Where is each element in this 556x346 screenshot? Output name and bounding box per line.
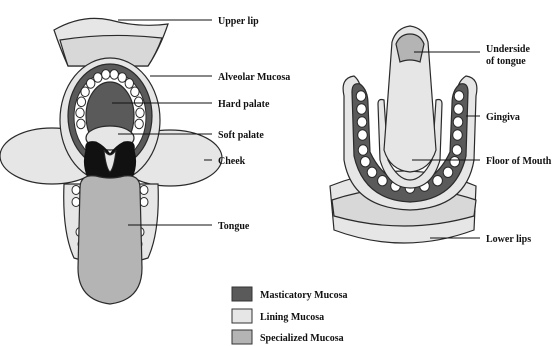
lower-jaw-tooth [433, 176, 443, 186]
lower-jaw-tooth [358, 130, 368, 140]
upper-tooth [87, 79, 95, 89]
lower-figure-labels: Underside of tongue Gingiva Floor of Mou… [486, 44, 552, 245]
lower-jaw-tooth [453, 130, 463, 140]
lower-visible-tooth [140, 186, 148, 195]
upper-tooth [76, 108, 84, 118]
lower-jaw-tooth [367, 167, 377, 177]
lower-jaw-tooth [454, 104, 464, 114]
lower-jaw-tooth [378, 176, 388, 186]
upper-tooth [134, 97, 142, 107]
lower-jaw-tooth [450, 157, 460, 167]
lower-jaw-tooth [361, 157, 371, 167]
label-underside-line1: Underside [486, 44, 530, 55]
upper-tooth [102, 70, 110, 80]
lower-jaw-tooth [357, 117, 367, 127]
label-hard-palate: Hard palate [218, 99, 270, 110]
legend-label-masticatory: Masticatory Mucosa [260, 290, 347, 301]
upper-tooth [125, 79, 133, 89]
label-lower-lips: Lower lips [486, 234, 531, 245]
upper-tooth [94, 73, 102, 83]
upper-figure-labels: Upper lip Alveolar Mucosa Hard palate So… [218, 16, 290, 232]
lower-jaw-tooth [443, 167, 453, 177]
label-alveolar-mucosa: Alveolar Mucosa [218, 72, 290, 83]
legend-label-specialized: Specialized Mucosa [260, 333, 344, 344]
lower-jaw-tooth [357, 104, 367, 114]
upper-tooth [118, 73, 126, 83]
label-tongue: Tongue [218, 221, 250, 232]
tongue-tip-shape [396, 34, 424, 62]
lower-jaw-tooth [452, 145, 462, 155]
open-mouth-figure [0, 18, 222, 304]
lower-visible-tooth [140, 198, 148, 207]
upper-tooth [81, 87, 89, 97]
legend-swatch-lining [232, 309, 252, 323]
label-upper-lip: Upper lip [218, 16, 259, 27]
label-soft-palate: Soft palate [218, 130, 264, 141]
label-floor-of-mouth: Floor of Mouth [486, 156, 552, 167]
lower-jaw-figure [330, 26, 477, 243]
upper-tooth [136, 108, 144, 118]
upper-tooth [77, 119, 85, 129]
lower-visible-tooth [72, 186, 80, 195]
upper-tooth [77, 97, 85, 107]
legend: Masticatory Mucosa Lining Mucosa Special… [232, 287, 347, 344]
label-underside-line2: of tongue [486, 56, 526, 67]
tongue-shape [78, 176, 142, 304]
lower-jaw-tooth [356, 91, 366, 101]
legend-label-lining: Lining Mucosa [260, 312, 324, 323]
legend-swatch-masticatory [232, 287, 252, 301]
lower-jaw-tooth [358, 145, 368, 155]
label-cheek: Cheek [218, 156, 246, 167]
upper-tooth [110, 70, 118, 80]
lower-visible-tooth [72, 198, 80, 207]
lower-jaw-tooth [454, 91, 464, 101]
legend-swatch-specialized [232, 330, 252, 344]
lower-jaw-tooth [453, 117, 463, 127]
label-gingiva: Gingiva [486, 112, 520, 123]
upper-tooth [131, 87, 139, 97]
upper-tooth [135, 119, 143, 129]
